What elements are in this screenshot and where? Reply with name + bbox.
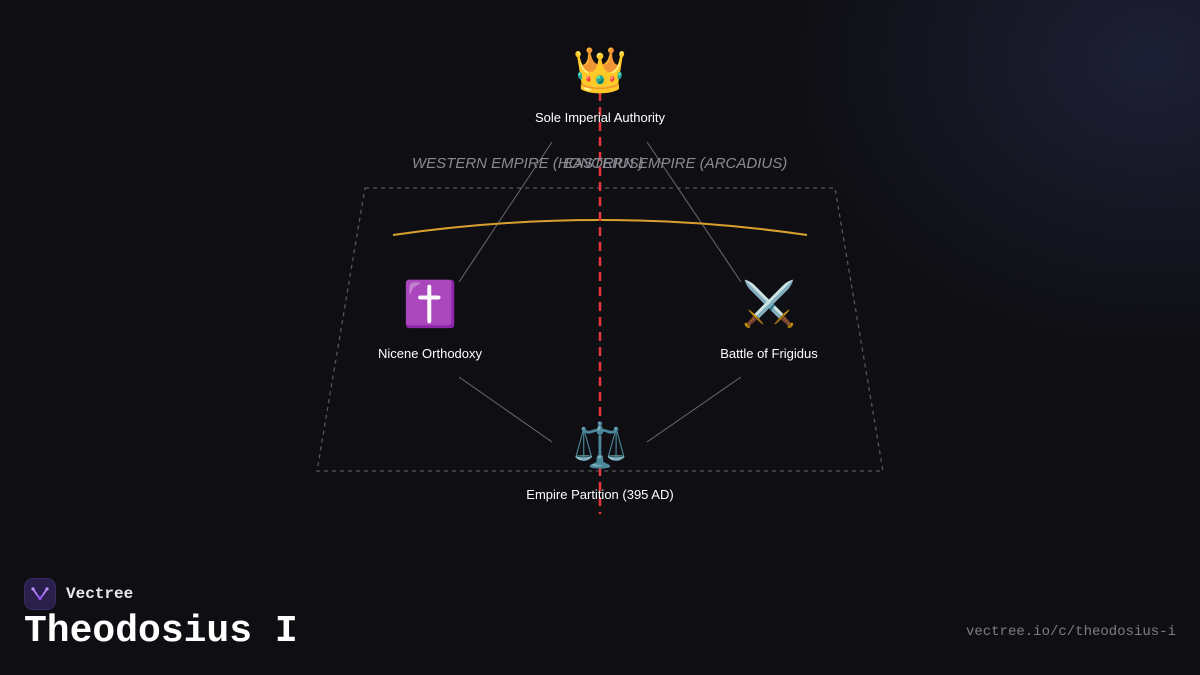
connector-left-bottom bbox=[458, 376, 553, 443]
connector-top-right bbox=[646, 141, 742, 283]
node-label-nicene-orthodoxy: Nicene Orthodoxy bbox=[377, 346, 483, 361]
crown-icon[interactable]: 👑 bbox=[572, 45, 628, 96]
connector-right-bottom bbox=[646, 376, 742, 443]
latin-cross-icon[interactable]: ✝️ bbox=[402, 279, 458, 330]
brand-name: Vectree bbox=[66, 585, 134, 603]
node-label-battle-of-frigidus: Battle of Frigidus bbox=[720, 346, 818, 361]
page-url[interactable]: vectree.io/c/theodosius-i bbox=[965, 624, 1176, 640]
vectree-logo-icon bbox=[24, 578, 56, 610]
western-empire-label: WESTERN EMPIRE (HONORIUS) bbox=[412, 155, 644, 172]
page-title: Theodosius I bbox=[24, 610, 298, 653]
node-label-sole-imperial-authority: Sole Imperial Authority bbox=[534, 110, 666, 125]
brand[interactable]: Vectree bbox=[24, 577, 133, 611]
node-label-empire-partition: Empire Partition (395 AD) bbox=[526, 487, 674, 502]
eastern-empire-label: EASTERN EMPIRE (ARCADIUS) bbox=[563, 155, 788, 172]
balance-scale-icon[interactable]: ⚖️ bbox=[572, 420, 628, 471]
crossed-swords-icon[interactable]: ⚔️ bbox=[741, 279, 797, 330]
connector-top-left bbox=[458, 141, 553, 283]
